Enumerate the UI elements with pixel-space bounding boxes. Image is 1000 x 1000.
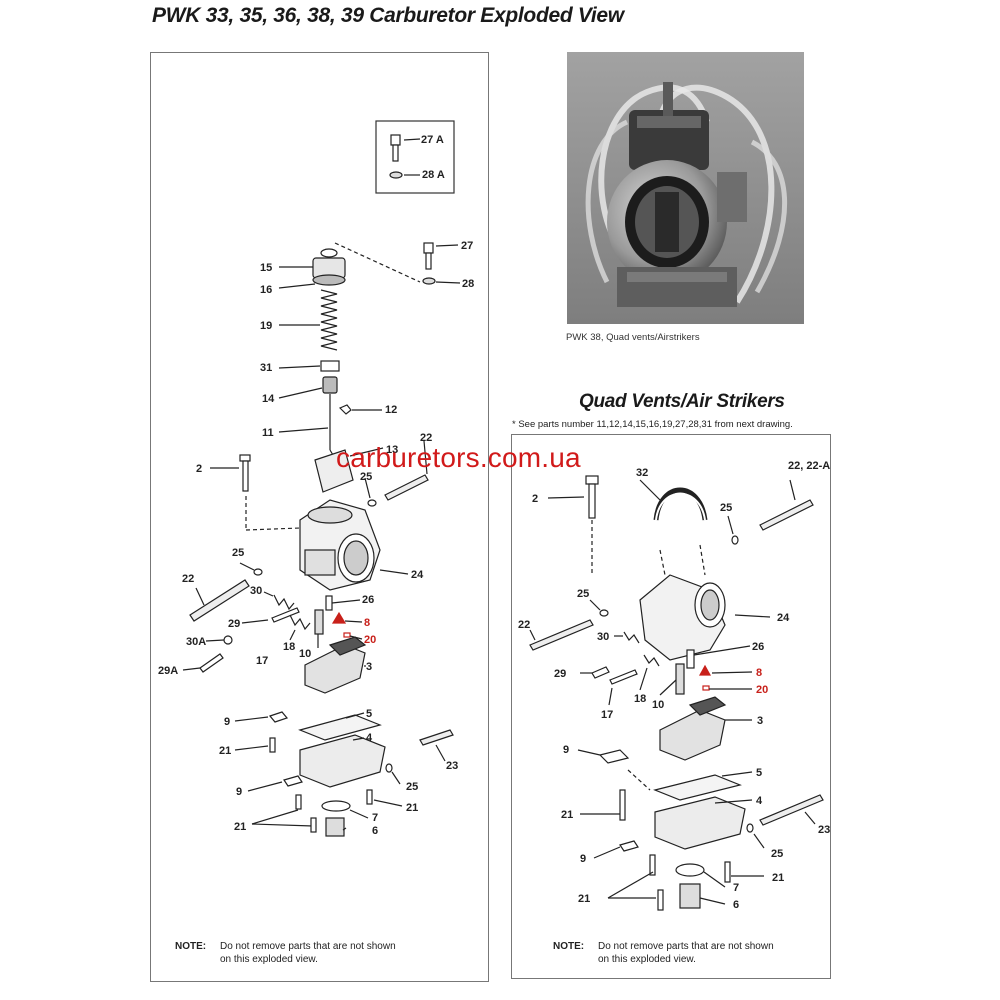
label-31: 31 bbox=[260, 362, 272, 374]
quad-vents-exploded-view-panel bbox=[511, 434, 831, 979]
label-21-right: 21 bbox=[406, 802, 418, 814]
label-r22-22a: 22, 22-A bbox=[788, 460, 830, 472]
label-14: 14 bbox=[262, 393, 275, 405]
label-r25-mid: 25 bbox=[577, 588, 589, 600]
label-r18: 18 bbox=[634, 693, 646, 705]
left-note: NOTE: Do not remove parts that are not sh… bbox=[175, 940, 396, 966]
label-r30: 30 bbox=[597, 631, 609, 643]
label-r32: 32 bbox=[636, 467, 648, 479]
label-r8: 8 bbox=[756, 667, 762, 679]
label-25-low: 25 bbox=[406, 781, 418, 793]
photo-caption: PWK 38, Quad vents/Airstrikers bbox=[566, 332, 700, 343]
left-note-text-line1: Do not remove parts that are not shown bbox=[220, 941, 396, 952]
label-r7: 7 bbox=[733, 882, 739, 894]
label-21-top: 21 bbox=[219, 745, 231, 757]
label-25-mid: 25 bbox=[232, 547, 244, 559]
label-18: 18 bbox=[283, 641, 295, 653]
left-note-label: NOTE: bbox=[175, 941, 207, 952]
label-r20: 20 bbox=[756, 684, 768, 696]
left-diagram-parts bbox=[182, 120, 461, 837]
label-r6: 6 bbox=[733, 899, 739, 911]
label-9-low: 9 bbox=[236, 786, 242, 798]
label-17: 17 bbox=[256, 655, 268, 667]
label-6: 6 bbox=[372, 825, 378, 837]
label-r25-top: 25 bbox=[720, 502, 732, 514]
label-r21-low: 21 bbox=[578, 893, 590, 905]
left-note-text-line2: on this exploded view. bbox=[220, 954, 318, 965]
carburetor-photo-drawing bbox=[567, 52, 804, 324]
label-30: 30 bbox=[250, 585, 262, 597]
label-28: 28 bbox=[462, 278, 474, 290]
label-r21-top: 21 bbox=[561, 809, 573, 821]
right-note-text-line2: on this exploded view. bbox=[598, 954, 696, 965]
label-r24: 24 bbox=[777, 612, 790, 624]
label-r3: 3 bbox=[757, 715, 763, 727]
label-30a: 30A bbox=[186, 636, 206, 648]
label-27: 27 bbox=[461, 240, 473, 252]
label-15: 15 bbox=[260, 262, 272, 274]
label-16: 16 bbox=[260, 284, 272, 296]
label-r26: 26 bbox=[752, 641, 764, 653]
label-r29: 29 bbox=[554, 668, 566, 680]
label-r9-top: 9 bbox=[563, 744, 569, 756]
label-25-top: 25 bbox=[360, 471, 372, 483]
carburetor-photo bbox=[567, 52, 804, 324]
label-28a: 28 A bbox=[422, 169, 445, 181]
quad-vents-note: * See parts number 11,12,14,15,16,19,27,… bbox=[512, 419, 793, 430]
label-r25-low: 25 bbox=[771, 848, 783, 860]
label-22: 22 bbox=[182, 573, 194, 585]
label-21-low: 21 bbox=[234, 821, 246, 833]
label-29: 29 bbox=[228, 618, 240, 630]
label-23: 23 bbox=[446, 760, 458, 772]
label-12: 12 bbox=[385, 404, 397, 416]
label-22-top: 22 bbox=[420, 432, 432, 444]
right-note: NOTE: Do not remove parts that are not sh… bbox=[553, 940, 774, 966]
page-title: PWK 33, 35, 36, 38, 39 Carburetor Explod… bbox=[152, 4, 624, 27]
label-r21-right: 21 bbox=[772, 872, 784, 884]
label-19: 19 bbox=[260, 320, 272, 332]
label-3: 3 bbox=[366, 661, 372, 673]
right-note-text-line1: Do not remove parts that are not shown bbox=[598, 941, 774, 952]
label-24: 24 bbox=[411, 569, 424, 581]
label-r23: 23 bbox=[818, 824, 830, 836]
watermark-text: carburetors.com.ua bbox=[336, 442, 581, 473]
right-note-label: NOTE: bbox=[553, 941, 585, 952]
label-11: 11 bbox=[262, 427, 274, 439]
label-29a: 29A bbox=[158, 665, 178, 677]
label-4: 4 bbox=[366, 732, 373, 744]
label-20: 20 bbox=[364, 634, 376, 646]
label-7: 7 bbox=[372, 812, 378, 824]
label-r2: 2 bbox=[532, 493, 538, 505]
label-r17: 17 bbox=[601, 709, 613, 721]
label-5: 5 bbox=[366, 708, 372, 720]
label-2: 2 bbox=[196, 463, 202, 475]
label-8: 8 bbox=[364, 617, 370, 629]
quad-vents-title: Quad Vents/Air Strikers bbox=[579, 391, 785, 412]
left-part-labels: 27 A 28 A 27 28 15 16 19 31 14 12 11 13 … bbox=[158, 134, 474, 837]
label-10: 10 bbox=[299, 648, 311, 660]
label-r5: 5 bbox=[756, 767, 762, 779]
label-r4: 4 bbox=[756, 795, 763, 807]
label-r22: 22 bbox=[518, 619, 530, 631]
right-part-labels: 32 2 22, 22-A 25 25 24 22 30 26 29 8 20 … bbox=[518, 460, 830, 911]
label-27a: 27 A bbox=[421, 134, 444, 146]
label-r10: 10 bbox=[652, 699, 664, 711]
label-9-top: 9 bbox=[224, 716, 230, 728]
label-26: 26 bbox=[362, 594, 374, 606]
right-diagram-parts bbox=[529, 475, 824, 911]
label-13: 13 bbox=[386, 444, 398, 456]
label-r9-low: 9 bbox=[580, 853, 586, 865]
